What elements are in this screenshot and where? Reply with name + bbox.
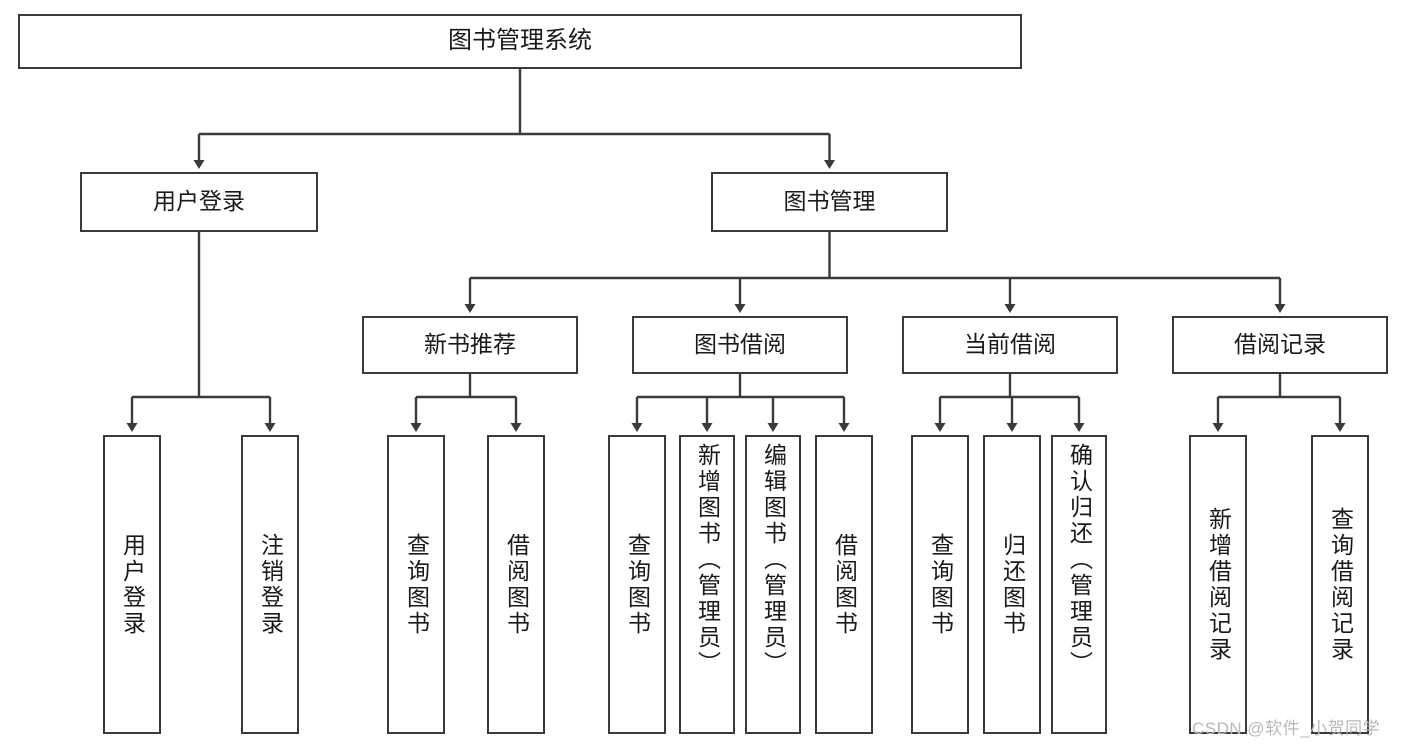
node-user-login[interactable]: 用户登录 xyxy=(80,172,318,232)
node-book-manage[interactable]: 图书管理 xyxy=(711,172,948,232)
node-label: 图书管理 xyxy=(783,188,876,215)
node-root[interactable]: 图书管理系统 xyxy=(18,14,1022,69)
node-leaf-user-login[interactable]: 用户登录 xyxy=(103,435,161,734)
node-current-borrow[interactable]: 当前借阅 xyxy=(902,316,1118,374)
node-label: 借阅记录 xyxy=(1234,331,1326,358)
node-label: 当前借阅 xyxy=(964,331,1056,358)
node-label: 确认归还（管理员） xyxy=(1066,443,1093,677)
node-leaf-bb-edit[interactable]: 编辑图书（管理员） xyxy=(745,435,801,734)
node-leaf-cb-confirm[interactable]: 确认归还（管理员） xyxy=(1051,435,1107,734)
node-label: 新书推荐 xyxy=(424,331,516,358)
node-label: 查询图书 xyxy=(927,532,954,637)
node-leaf-bb-borrow[interactable]: 借阅图书 xyxy=(815,435,873,734)
node-leaf-rec-borrow[interactable]: 借阅图书 xyxy=(487,435,545,734)
node-borrow-record[interactable]: 借阅记录 xyxy=(1172,316,1388,374)
node-leaf-cb-query[interactable]: 查询图书 xyxy=(911,435,969,734)
node-leaf-br-query[interactable]: 查询借阅记录 xyxy=(1311,435,1369,734)
node-label: 编辑图书（管理员） xyxy=(760,443,787,677)
node-label: 借阅图书 xyxy=(503,532,530,637)
node-leaf-bb-query[interactable]: 查询图书 xyxy=(608,435,666,734)
node-leaf-user-logout[interactable]: 注销登录 xyxy=(241,435,299,734)
node-label: 注销登录 xyxy=(257,532,284,637)
node-new-book-rec[interactable]: 新书推荐 xyxy=(362,316,578,374)
node-label: 查询图书 xyxy=(624,532,651,637)
node-label: 新增借阅记录 xyxy=(1205,506,1232,663)
csdn-watermark: CSDN @软件_小贺同学 xyxy=(1192,719,1381,738)
node-book-borrow[interactable]: 图书借阅 xyxy=(632,316,848,374)
node-label: 新增图书（管理员） xyxy=(694,443,721,677)
node-label: 查询图书 xyxy=(403,532,430,637)
node-leaf-br-add[interactable]: 新增借阅记录 xyxy=(1189,435,1247,734)
node-leaf-bb-add[interactable]: 新增图书（管理员） xyxy=(679,435,735,734)
node-label: 用户登录 xyxy=(119,532,146,637)
node-label: 归还图书 xyxy=(999,532,1026,637)
node-label: 图书借阅 xyxy=(694,331,786,358)
node-leaf-cb-return[interactable]: 归还图书 xyxy=(983,435,1041,734)
node-label: 图书管理系统 xyxy=(448,27,592,55)
node-label: 借阅图书 xyxy=(831,532,858,637)
node-label: 查询借阅记录 xyxy=(1327,506,1354,663)
node-label: 用户登录 xyxy=(153,188,245,215)
node-leaf-rec-query[interactable]: 查询图书 xyxy=(387,435,445,734)
